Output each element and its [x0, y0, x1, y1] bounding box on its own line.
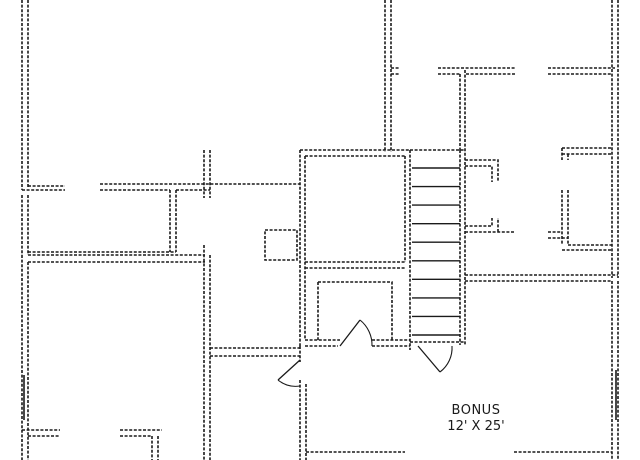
wall-bottom-left-features [22, 375, 162, 460]
wall-right-upper [438, 0, 619, 278]
wall-top-left-room [384, 0, 399, 152]
exterior-walls [21, 0, 65, 460]
wall-middle-horizontal [28, 150, 300, 460]
door-core [339, 319, 373, 347]
closet-box [264, 229, 298, 261]
door-stair [417, 345, 453, 373]
door-bonus [277, 359, 301, 387]
stair-treads [412, 167, 460, 336]
room-dimensions-label: 12' X 25' [447, 419, 504, 434]
bonus-room-walls [299, 274, 619, 460]
room-name-label: BONUS [452, 403, 501, 418]
staircase [410, 70, 466, 345]
stair-core-walls [299, 149, 411, 350]
